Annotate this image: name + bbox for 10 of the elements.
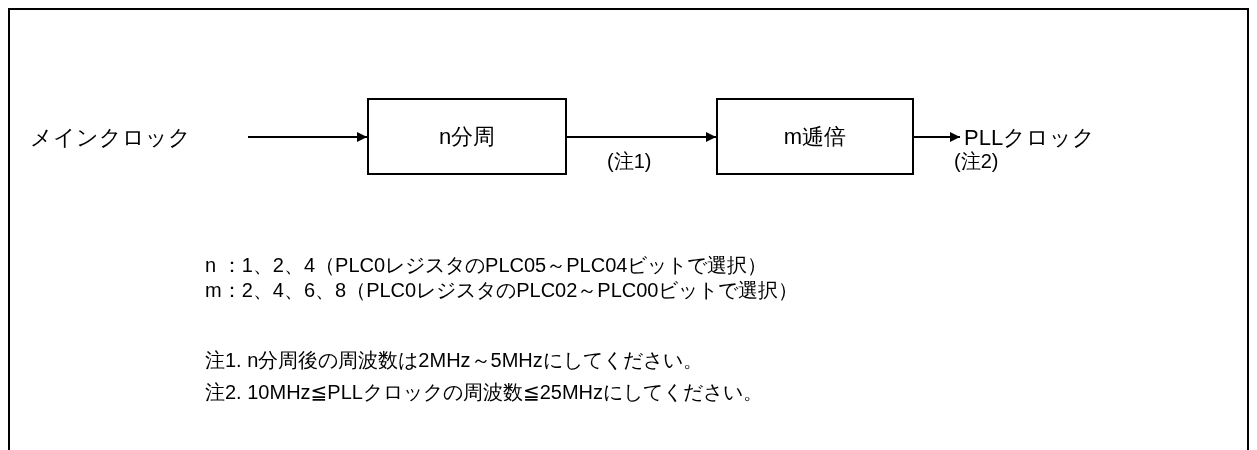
note-text: n ：1、2、4（PLC0レジスタのPLC05～PLC04ビットで選択）: [205, 253, 768, 278]
arrow: [247, 132, 368, 142]
arrow: [566, 132, 717, 142]
process-box: m逓倍: [716, 98, 914, 175]
note-text: 注1. n分周後の周波数は2MHz～5MHzにしてください。: [205, 348, 703, 373]
signal-label: メインクロック: [30, 120, 240, 154]
process-box: n分周: [367, 98, 567, 175]
note-text: m：2、4、6、8（PLC0レジスタのPLC02～PLC00ビットで選択）: [205, 278, 799, 303]
note-text: 注2. 10MHz≦PLLクロックの周波数≦25MHzにしてください。: [205, 380, 764, 405]
arrow: [913, 132, 961, 142]
